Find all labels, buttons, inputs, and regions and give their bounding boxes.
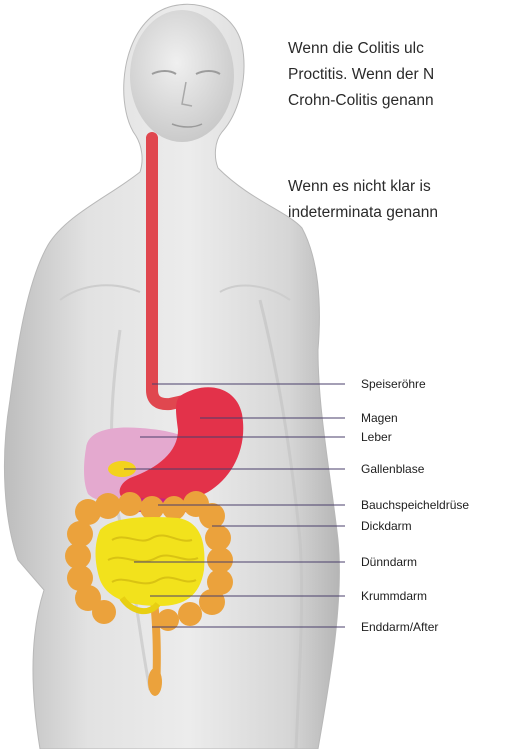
paragraph-line: Proctitis. Wenn der N xyxy=(288,62,512,88)
label-krummdarm: Krummdarm xyxy=(361,589,427,603)
label-speiseroehre: Speiseröhre xyxy=(361,377,426,391)
second-paragraph: Wenn es nicht klar is indeterminata gena… xyxy=(288,174,512,226)
paragraph-line: Wenn die Colitis ulc xyxy=(288,36,512,62)
label-bauchspeicheldruese: Bauchspeicheldrüse xyxy=(361,498,469,512)
paragraph-line: Wenn es nicht klar is xyxy=(288,174,512,200)
label-gallenblase: Gallenblase xyxy=(361,462,424,476)
label-magen: Magen xyxy=(361,411,398,425)
label-duenndarm: Dünndarm xyxy=(361,555,417,569)
human-body-silhouette xyxy=(4,4,339,749)
intro-paragraph: Wenn die Colitis ulc Proctitis. Wenn der… xyxy=(288,36,512,114)
paragraph-line: Crohn-Colitis genann xyxy=(288,88,512,114)
label-enddarm: Enddarm/After xyxy=(361,620,438,634)
label-dickdarm: Dickdarm xyxy=(361,519,412,533)
paragraph-line: indeterminata genann xyxy=(288,200,512,226)
label-leber: Leber xyxy=(361,430,392,444)
